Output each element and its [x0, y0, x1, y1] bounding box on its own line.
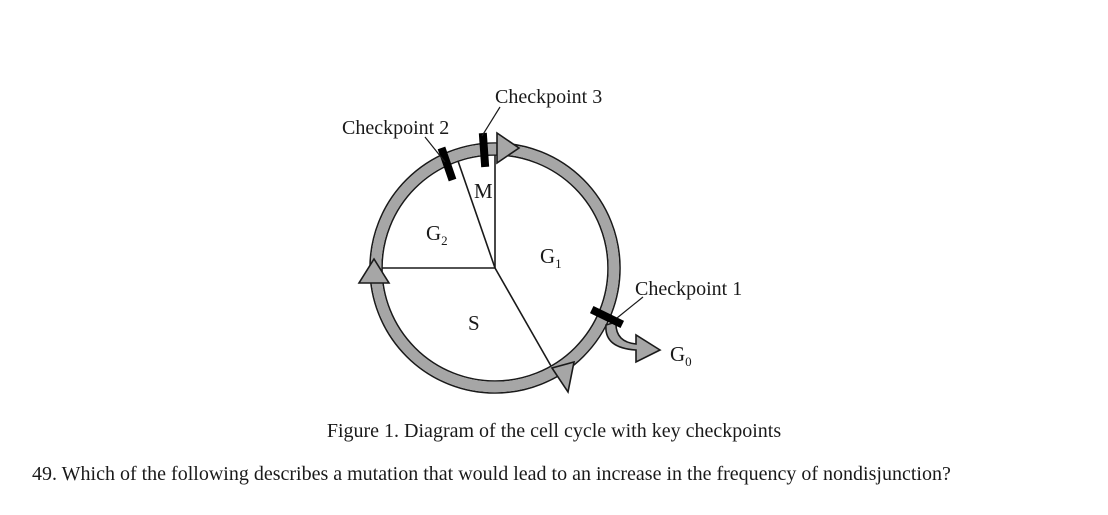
- phase-g0-label: G0: [670, 342, 692, 369]
- checkpoint-3-bar: [478, 132, 490, 168]
- checkpoint-1-bar: [589, 305, 625, 329]
- phase-g2-label: G2: [426, 221, 448, 248]
- phase-m-label: M: [474, 179, 493, 203]
- checkpoint-1-label: Checkpoint 1: [635, 278, 742, 300]
- phase-g1-label: G1: [540, 244, 562, 271]
- phase-s-label: S: [468, 311, 480, 335]
- g0-exit-arrow: [605, 320, 662, 364]
- question-number: 49.: [32, 463, 57, 485]
- checkpoint-3-label: Checkpoint 3: [495, 86, 602, 108]
- ring-arrowhead-bottom-right: [550, 360, 576, 395]
- ring-arrowhead-left: [357, 257, 391, 284]
- figure-caption: Figure 1. Diagram of the cell cycle with…: [326, 420, 782, 442]
- question: 49. Which of the following describes a m…: [32, 463, 951, 486]
- phase-divider-lines: [382, 155, 552, 367]
- checkpoint-leader-lines: [424, 106, 644, 319]
- checkpoint-2-bar: [437, 146, 457, 182]
- checkpoint-2-label: Checkpoint 2: [342, 117, 449, 139]
- ring-arrowhead-top: [496, 131, 521, 165]
- question-text: Which of the following describes a mutat…: [61, 463, 951, 485]
